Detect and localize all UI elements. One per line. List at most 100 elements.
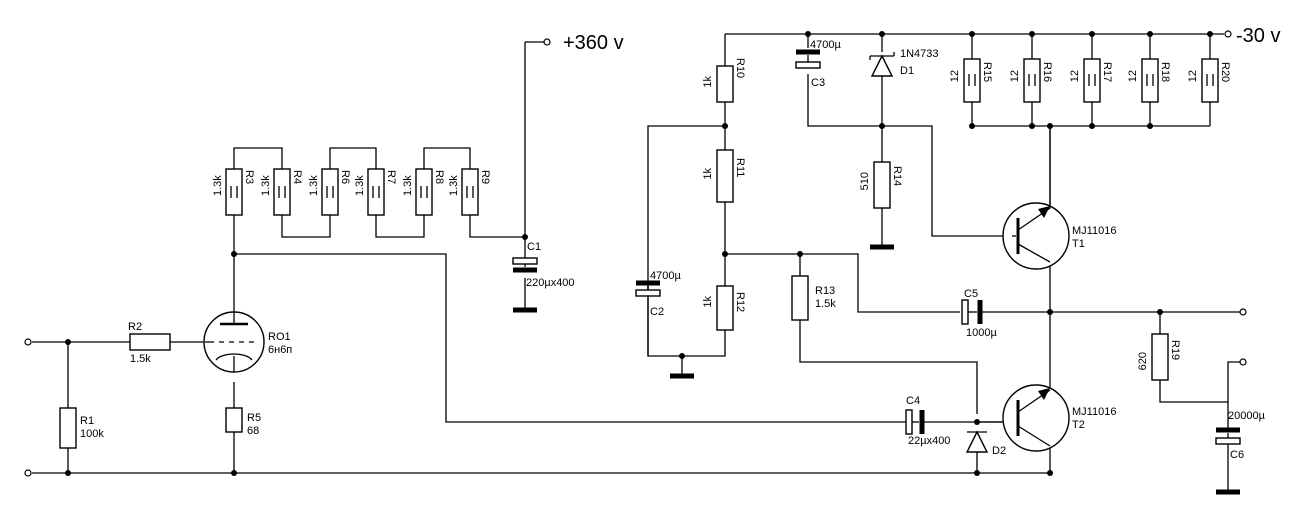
transistor-t2 [1002,384,1070,452]
c2-value: 4700µ [650,270,681,282]
terminals [24,30,1247,477]
r17-ref: R17 [1101,62,1113,82]
c4-value: 22µx400 [908,435,950,447]
resistor-r19 [1151,333,1169,381]
r14-ref: R14 [891,166,903,186]
resistor-r13 [791,275,809,321]
t1-value: MJ11016 [1072,225,1116,237]
t2-value: MJ11016 [1072,406,1116,418]
r1-value: 100k [80,428,104,440]
resistor-r9 [461,168,479,216]
r20-value: 12 [1187,70,1199,82]
capacitor-c2 [635,280,661,297]
c4-ref: C4 [906,395,920,407]
c6-ref: C6 [1230,449,1244,461]
resistor-r20 [1201,58,1219,103]
r4-value: 1.3k [260,175,272,196]
r5-ref: R5 [247,412,261,424]
diode-d1 [869,52,895,77]
resistor-r3 [225,168,243,216]
r19-value: 620 [1137,352,1149,370]
vacuum-tube-ro1 [203,311,265,373]
r10-value: 1k [702,76,714,88]
resistor-r10 [716,65,734,103]
capacitor-c3 [795,49,821,69]
capacitor-c6 [1215,427,1241,445]
r5-value: 68 [247,425,259,437]
resistor-r7 [367,168,385,216]
ground-symbols [513,244,1240,495]
output-terminal [1239,308,1247,316]
r2-ref: R2 [128,321,142,333]
r7-value: 1.3k [354,175,366,196]
r11-value: 1k [702,168,714,180]
resistor-r11 [716,149,734,203]
positive-rail-label: +360 v [563,32,624,54]
r18-value: 12 [1127,70,1139,82]
c2-ref: C2 [650,306,664,318]
resistor-r16 [1023,58,1041,103]
r11-ref: R11 [734,158,746,177]
resistor-r14 [873,161,891,209]
c5-value: 1000µ [966,327,997,339]
ro1-ref: RO1 [268,331,291,343]
capacitors: C1 220µx400 4700µ C2 4700µ C3 C4 22µx400 [512,39,1266,461]
r12-value: 1k [702,296,714,308]
diodes: 1N4733 D1 D2 [869,48,1006,457]
r13-value: 1.5k [815,298,836,310]
r14-value: 510 [859,172,871,190]
resistor-r18 [1141,58,1159,103]
ro1-value: 6н6п [268,344,292,356]
r10-ref: R10 [734,58,746,78]
transistor-t1 [1002,126,1070,270]
t2-ref: T2 [1072,419,1085,431]
r9-ref: R9 [479,170,491,184]
c1-value: 220µx400 [526,277,575,289]
d1-ref: D1 [900,65,914,77]
c6-value: 20000µ [1228,410,1266,422]
r15-value: 12 [949,70,961,82]
capacitor-c4 [905,409,925,435]
r16-ref: R16 [1041,62,1053,82]
c3-value: 4700µ [810,39,841,51]
capacitor-c5 [961,299,983,325]
d2-ref: D2 [992,445,1006,457]
r19-ref: R19 [1169,340,1181,360]
r3-value: 1.3k [212,175,224,196]
diode-d2 [965,430,989,453]
negative-rail-terminal [1224,30,1232,38]
resistor-r17 [1083,58,1101,103]
r3-ref: R3 [243,170,255,184]
d1-value: 1N4733 [900,48,939,60]
t1-ref: T1 [1072,238,1085,250]
r2-value: 1.5k [130,353,151,365]
r13-ref: R13 [815,285,835,297]
c3-ref: C3 [811,77,825,89]
r16-value: 12 [1009,70,1021,82]
r15-ref: R15 [981,62,993,82]
resistor-r6 [321,168,339,216]
r20-ref: R20 [1219,62,1231,82]
positive-rail-terminal [543,38,551,46]
r1-ref: R1 [80,415,94,427]
r7-ref: R7 [385,170,397,184]
transistors: MJ11016 T1 MJ11016 T2 [1002,126,1116,452]
r9-value: 1.3k [448,175,460,196]
resistor-r1 [59,407,77,449]
r4-ref: R4 [291,170,303,184]
r18-ref: R18 [1159,62,1171,82]
r17-value: 12 [1069,70,1081,82]
c1-ref: C1 [527,241,541,253]
junction-dots [65,31,1213,476]
r8-ref: R8 [433,170,445,184]
r12-ref: R12 [734,292,746,312]
input-ground-terminal [24,469,32,477]
resistor-r2 [129,333,171,351]
resistor-r12 [716,285,734,331]
r8-value: 1.3k [402,175,414,196]
output-aux-terminal [1239,358,1247,366]
resistor-r8 [415,168,433,216]
resistor-r5 [225,407,243,433]
r6-value: 1.3k [308,175,320,196]
